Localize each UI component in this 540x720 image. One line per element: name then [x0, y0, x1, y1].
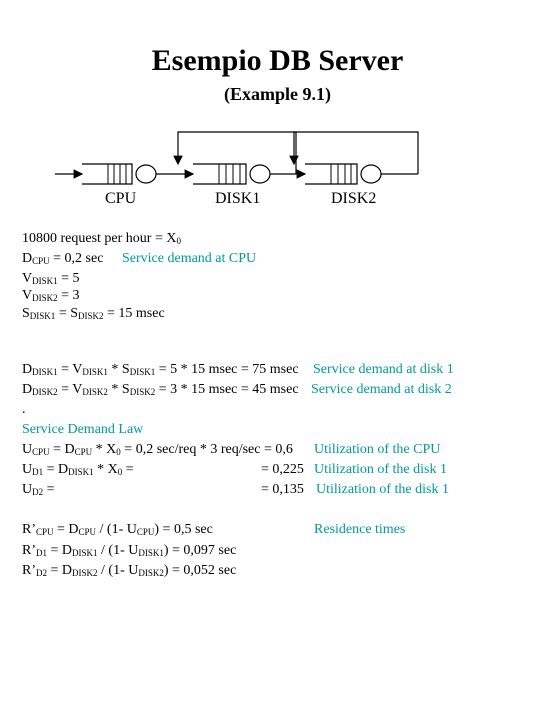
- disk2-server: [360, 164, 382, 184]
- disk1-utilization-note: Utilization of the disk 1: [314, 462, 447, 477]
- disk2-label: DISK2: [331, 190, 377, 207]
- queueing-network-diagram: [55, 131, 419, 185]
- cpu-server: [135, 164, 157, 184]
- cpu-utilization-line: UCPU = DCPU * X0 = 0,2 sec/req * 3 req/s…: [22, 442, 293, 457]
- disk1-demand-line: DDISK1 = VDISK1 * SDISK1 = 5 * 15 msec =…: [22, 362, 299, 377]
- cpu-demand-note: Service demand at CPU: [122, 251, 257, 266]
- disk1-label: DISK1: [215, 190, 261, 207]
- disk1-residence-line: R’D1 = DDISK1 / (1- UDISK1) = 0,097 sec: [22, 543, 237, 558]
- disk2-queue: [305, 163, 358, 185]
- cpu-utilization-note: Utilization of the CPU: [314, 442, 441, 457]
- disk2-demand-note: Service demand at disk 2: [311, 382, 452, 397]
- cpu-residence-line: R’CPU = DCPU / (1- UCPU) = 0,5 sec: [22, 522, 213, 537]
- disk1-utilization-value: = 0,225: [261, 462, 304, 477]
- disk1-demand-note: Service demand at disk 1: [313, 362, 454, 377]
- disk2-utilization-value: = 0,135: [261, 482, 304, 497]
- disk2-visits-line: VDISK2 = 3: [22, 288, 80, 303]
- page-subtitle: (Example 9.1): [224, 84, 331, 104]
- cpu-demand-line: DCPU = 0,2 sec: [22, 251, 104, 266]
- disk1-visits-line: VDISK1 = 5: [22, 271, 80, 286]
- disk2-utilization-line: UD2 =: [22, 482, 55, 497]
- disk2-residence-line: R’D2 = DDISK2 / (1- UDISK2) = 0,052 sec: [22, 563, 237, 578]
- service-demand-law-heading: Service Demand Law: [22, 422, 144, 437]
- arrival-rate-line: 10800 request per hour = X0: [22, 231, 181, 246]
- page-title: Esempio DB Server: [151, 44, 404, 77]
- disk2-feedback-loop: [289, 131, 419, 174]
- disk1-queue: [193, 163, 247, 185]
- residence-times-note: Residence times: [314, 522, 406, 537]
- dot-separator: .: [22, 402, 26, 417]
- cpu-label: CPU: [105, 190, 137, 207]
- disk-service-time-line: SDISK1 = SDISK2 = 15 msec: [22, 306, 165, 321]
- disk1-feedback-loop: [173, 131, 297, 174]
- disk2-utilization-note: Utilization of the disk 1: [316, 482, 449, 497]
- disk1-utilization-line: UD1 = DDISK1 * X0 =: [22, 462, 134, 477]
- disk1-server: [249, 164, 271, 184]
- cpu-queue: [82, 163, 133, 185]
- disk2-demand-line: DDISK2 = VDISK2 * SDISK2 = 3 * 15 msec =…: [22, 382, 299, 397]
